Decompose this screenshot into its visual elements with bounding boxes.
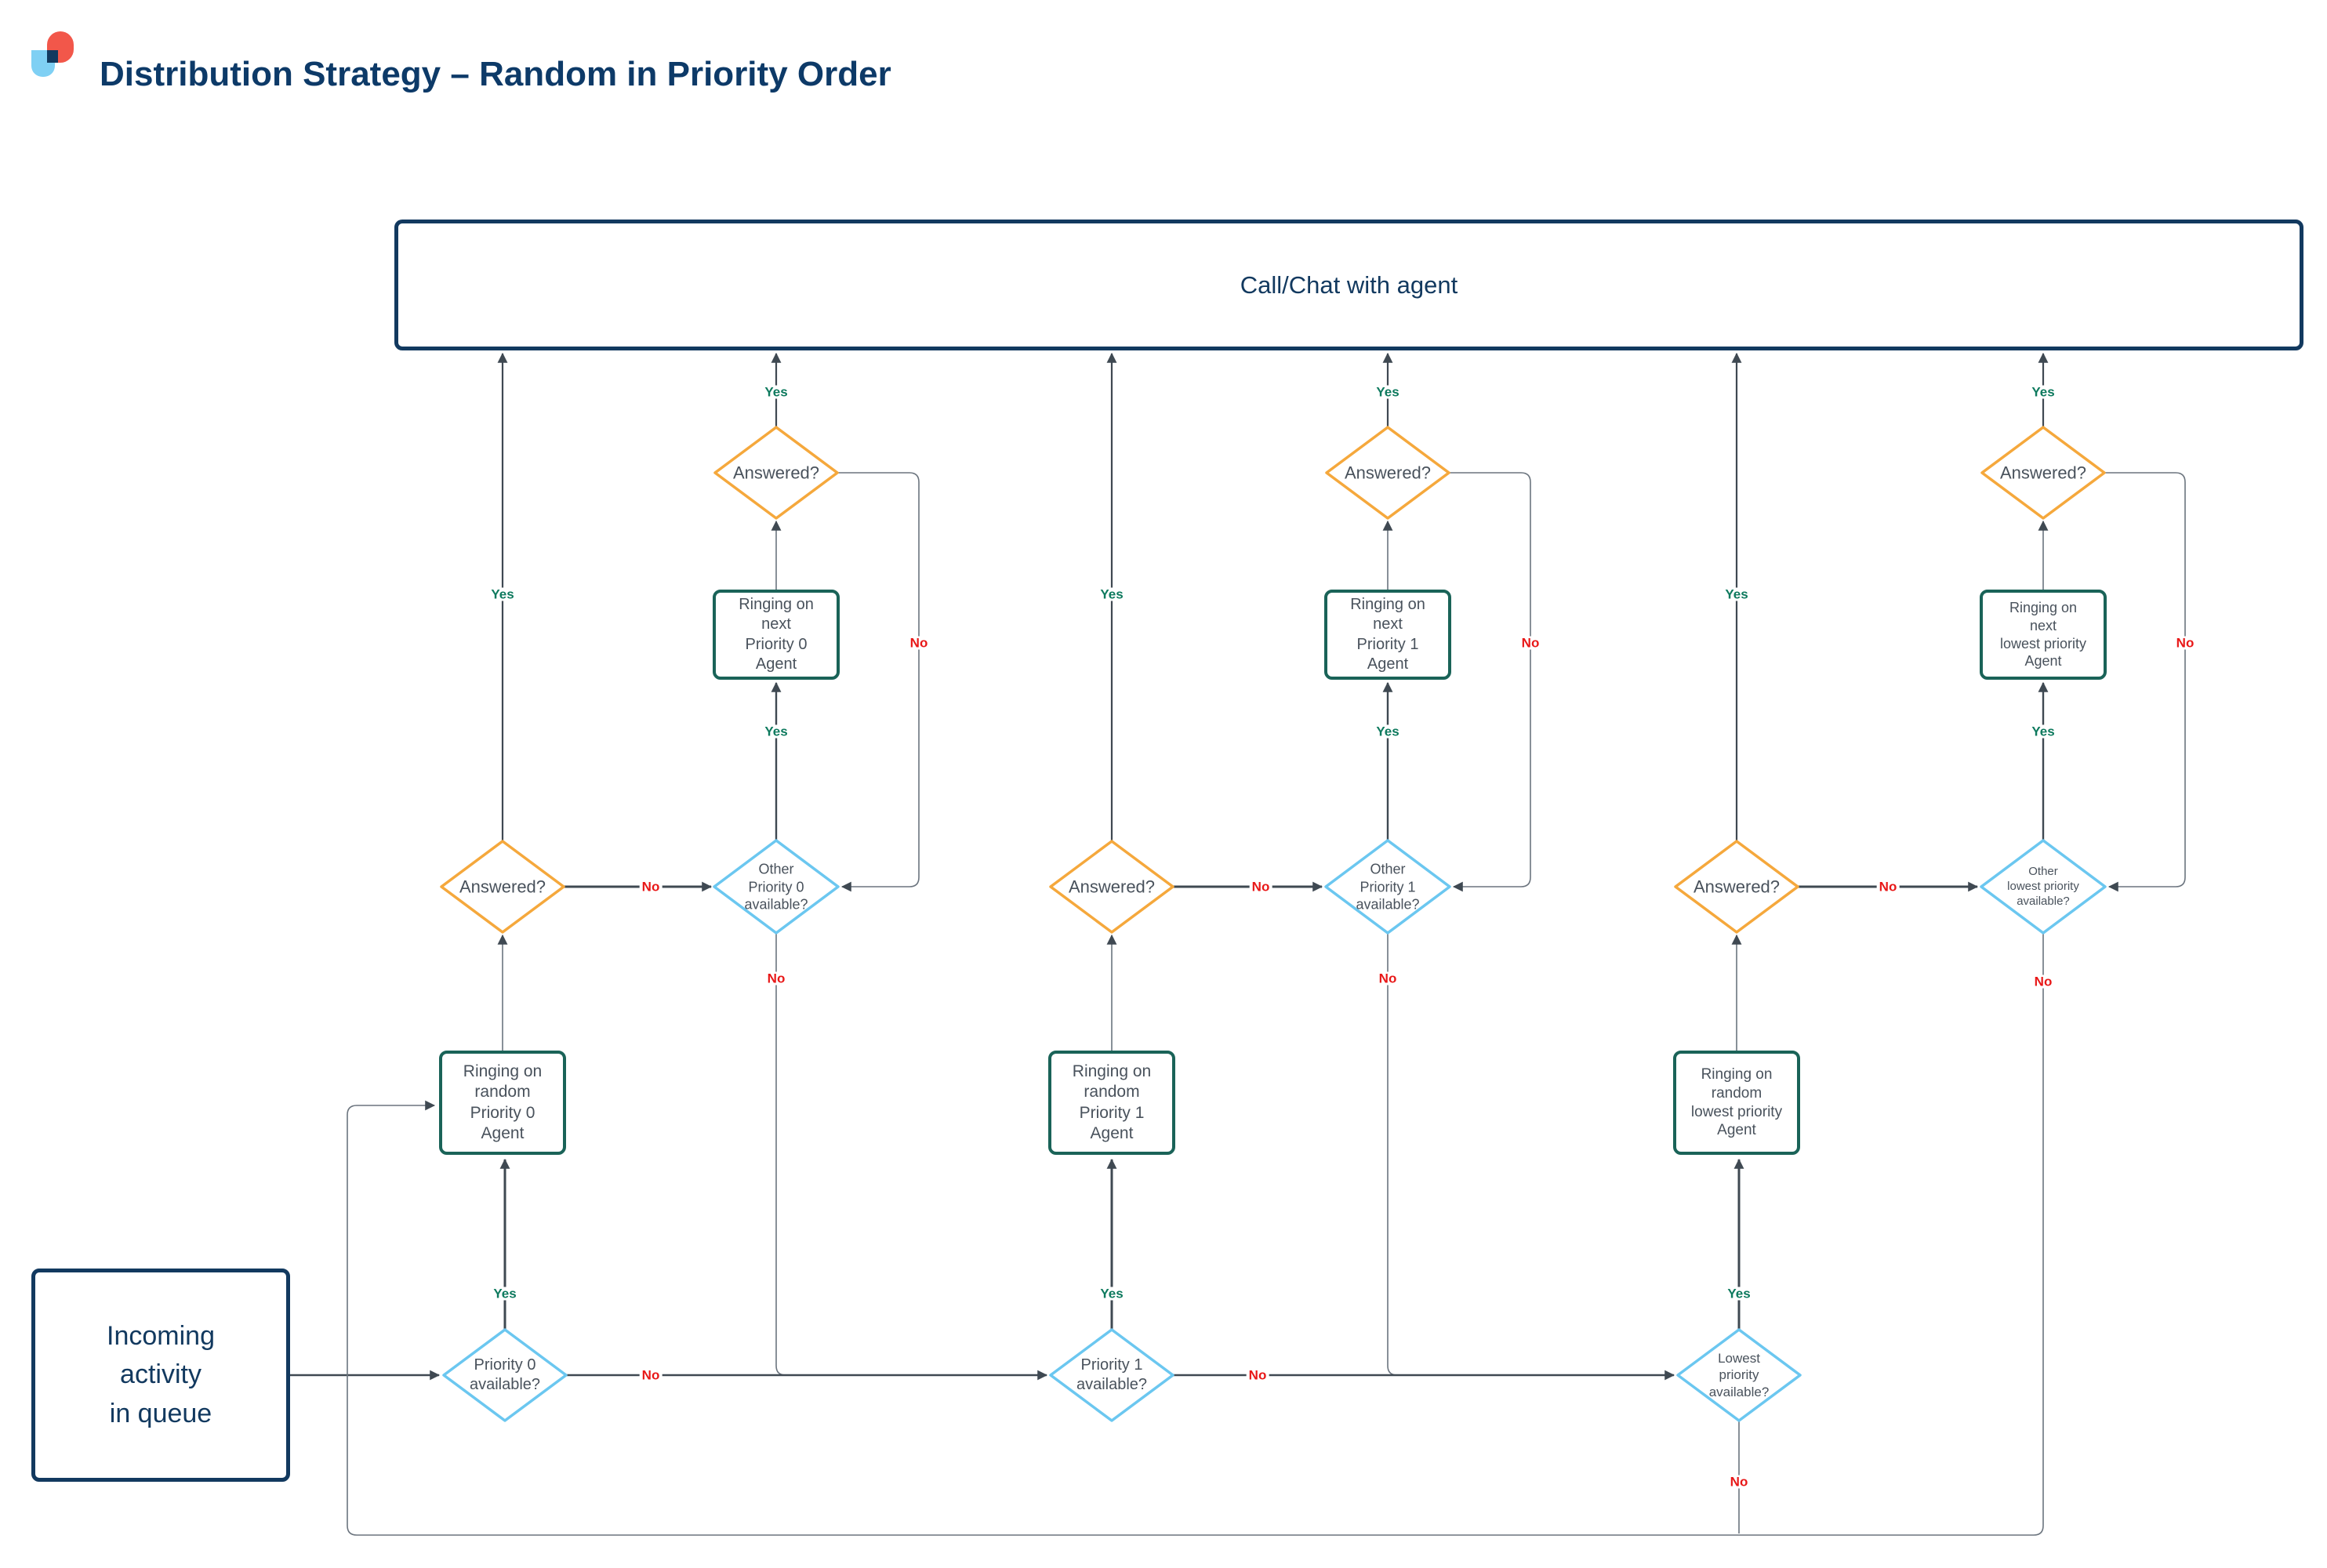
text-answered-random-lowest: Answered? [1693, 877, 1781, 897]
label-no-lowest: No [1727, 1475, 1751, 1489]
diamond-lowest-available [1676, 1328, 1802, 1422]
edge-answered-next-p0-no-loop-to-other-p0 [837, 472, 920, 892]
node-ring-random-p0: Ringing on random Priority 0 Agent [439, 1051, 566, 1155]
diamond-priority0-available [442, 1328, 568, 1422]
text-answered-next-lowest: Answered? [1999, 463, 2087, 483]
label-no-other-p1: No [1376, 971, 1399, 985]
diamond-priority1-available [1049, 1328, 1174, 1422]
label-no-answered-next-lowest: No [2173, 636, 2197, 650]
text-answered-next-p0: Answered? [732, 463, 820, 483]
page-title: Distribution Strategy – Random in Priori… [100, 55, 891, 93]
text-lowest-available: Lowest priority available? [1708, 1351, 1770, 1399]
node-ring-next-p1: Ringing on next Priority 1 Agent [1324, 590, 1451, 680]
text-other-lowest: Other lowest priority available? [2007, 864, 2079, 908]
label-no-priority1: No [1246, 1368, 1269, 1382]
diamond-answered-next-p0 [713, 426, 839, 520]
text-other-priority1: Other Priority 1 available? [1356, 861, 1420, 913]
label-no-answered-next-p1: No [1519, 636, 1542, 650]
text-priority1-available: Priority 1 available? [1076, 1356, 1148, 1393]
label-no-answered-random-lowest: No [1876, 880, 1900, 894]
node-ring-random-lowest: Ringing on random lowest priority Agent [1673, 1051, 1800, 1155]
edge-other-p0-no-merge [775, 933, 786, 1376]
label-yes-lowest: Yes [1725, 1287, 1753, 1301]
label-no-answered-random-p1: No [1249, 880, 1272, 894]
label-yes-answered-random-p0: Yes [488, 587, 517, 601]
label-yes-other-lowest: Yes [2029, 724, 2057, 739]
label-yes-answered-next-lowest: Yes [2029, 385, 2057, 399]
diamond-answered-random-lowest [1674, 840, 1799, 934]
edge-answered-next-p1-no-loop-to-other-p1 [1449, 472, 1531, 892]
diamond-answered-random-p1 [1049, 840, 1174, 934]
text-answered-random-p0: Answered? [459, 877, 546, 897]
diamond-answered-next-lowest [1980, 426, 2106, 520]
diamond-answered-random-p0 [440, 840, 565, 934]
label-yes-other-p1: Yes [1374, 724, 1402, 739]
node-ring-next-lowest: Ringing on next lowest priority Agent [1980, 590, 2107, 680]
diamond-answered-next-p1 [1325, 426, 1450, 520]
text-answered-next-p1: Answered? [1344, 463, 1432, 483]
label-no-priority0: No [639, 1368, 663, 1382]
node-incoming-activity: Incoming activity in queue [31, 1269, 290, 1482]
node-ring-next-p0: Ringing on next Priority 0 Agent [713, 590, 840, 680]
label-yes-answered-random-p1: Yes [1098, 587, 1126, 601]
diamond-other-lowest [1980, 839, 2107, 935]
label-yes-answered-next-p0: Yes [762, 385, 790, 399]
node-ring-random-p1: Ringing on random Priority 1 Agent [1048, 1051, 1175, 1155]
label-yes-other-p0: Yes [762, 724, 790, 739]
node-call-chat-with-agent: Call/Chat with agent [394, 220, 2303, 350]
text-other-priority0: Other Priority 0 available? [744, 861, 808, 913]
text-priority0-available: Priority 0 available? [469, 1356, 541, 1393]
text-answered-random-p1: Answered? [1068, 877, 1156, 897]
edge-other-lowest-no-feedback-to-ring-random-p0 [347, 933, 2044, 1536]
logo-navy-shape [47, 50, 58, 63]
label-yes-answered-random-lowest: Yes [1723, 587, 1751, 601]
label-yes-answered-next-p1: Yes [1374, 385, 1402, 399]
label-no-other-p0: No [764, 971, 788, 985]
label-no-answered-next-p0: No [907, 636, 931, 650]
diamond-other-priority1 [1324, 839, 1451, 935]
edge-answered-next-lowest-no-loop-to-other-lowest [2104, 472, 2186, 892]
label-no-answered-random-p0: No [639, 880, 663, 894]
label-yes-priority1: Yes [1098, 1287, 1126, 1301]
app-logo-icon [31, 31, 77, 77]
label-yes-priority0: Yes [491, 1287, 519, 1301]
label-no-other-lowest: No [2031, 975, 2055, 989]
diamond-other-priority0 [713, 839, 840, 935]
edge-other-p1-no-merge [1387, 933, 1398, 1376]
